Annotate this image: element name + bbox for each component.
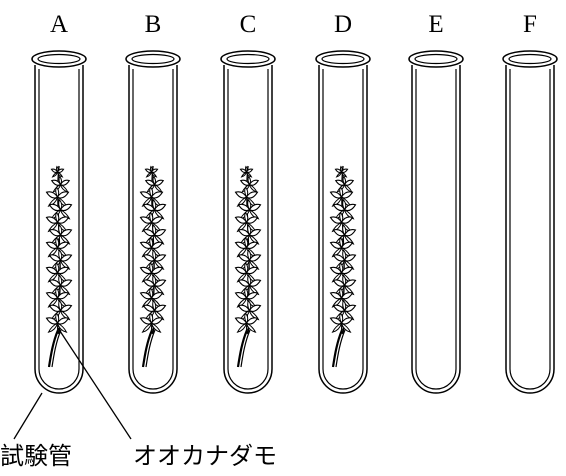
callout-leader-lines <box>13 327 132 440</box>
tube-inner-wall <box>38 69 80 390</box>
tube-rim-inner <box>226 53 270 65</box>
tube-outer-wall <box>34 65 84 394</box>
tube-rim-inner <box>508 53 552 65</box>
test-tube-a: A <box>31 11 87 394</box>
waterweed-plant <box>329 165 357 368</box>
tube-outer-wall <box>505 65 555 394</box>
test-tube-rack: A B C D E F <box>31 11 558 394</box>
tube-inner-wall <box>132 69 174 390</box>
test-tube-f: F <box>502 11 558 394</box>
tube-letter-label: D <box>334 11 352 38</box>
tube-inner-wall <box>322 69 364 390</box>
tube-inner-wall <box>227 69 269 390</box>
tube-letter-label: C <box>240 11 257 38</box>
tube-outer-wall <box>411 65 461 394</box>
tube-inner-wall <box>415 69 457 390</box>
test-tube-b: B <box>125 11 181 394</box>
tube-rim-inner <box>414 53 458 65</box>
test-tube-e: E <box>408 11 464 394</box>
tube-letter-label: F <box>523 11 537 38</box>
waterweed-plant <box>234 165 262 368</box>
plant-label: オオカナダモ <box>133 442 277 470</box>
tube-outer-wall <box>223 65 273 394</box>
tube-rim-inner <box>321 53 365 65</box>
tube-rim-inner <box>131 53 175 65</box>
test-tube-c: C <box>220 11 276 394</box>
tube-letter-label: B <box>145 11 162 38</box>
test-tube-label: 試験管 <box>0 442 72 470</box>
tube-outer-wall <box>128 65 178 394</box>
tube-outer-wall <box>318 65 368 394</box>
tube-letter-label: E <box>428 11 443 38</box>
waterweed-plant <box>139 165 167 368</box>
plant-leader-line <box>57 327 132 440</box>
tube-inner-wall <box>509 69 551 390</box>
tube-letter-label: A <box>50 11 68 38</box>
tube-rim-inner <box>37 53 81 65</box>
waterweed-plant <box>45 165 73 368</box>
test-tube-d: D <box>315 11 371 394</box>
test-tube-leader-line <box>13 392 43 440</box>
